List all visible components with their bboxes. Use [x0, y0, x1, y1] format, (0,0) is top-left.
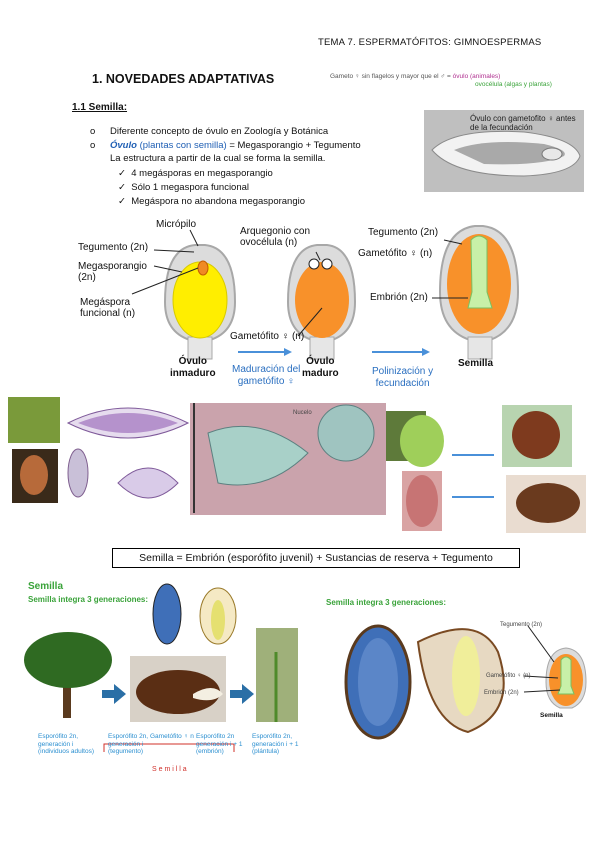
- ovulo-term: Óvulo: [110, 140, 137, 151]
- bullet-marker: o: [90, 140, 96, 151]
- check-text: Megáspora no abandona megasporangio: [131, 196, 306, 207]
- ovule-photo: [424, 110, 584, 192]
- label-micropilo: Micrópilo: [156, 219, 197, 230]
- stage-ovulo-inmaduro: Óvulo inmaduro: [170, 356, 216, 379]
- gamete-note: Gameto ♀ sin flagelos y mayor que el ♂ =…: [330, 73, 500, 80]
- section-title: 1. NOVEDADES ADAPTATIVAS: [92, 72, 275, 86]
- ovulo-paren: (plantas con semilla): [139, 140, 227, 151]
- bullet-marker: o: [90, 126, 96, 137]
- photo-strip: [8, 397, 586, 533]
- arrow-label-polinizacion: Polinización y fecundación: [372, 366, 434, 389]
- stage-ovulo-maduro: Óvulo maduro: [302, 356, 339, 379]
- label-embrion: Embrión (2n): [370, 292, 428, 303]
- caption-gametofito: Gametófito ♀ n: [150, 733, 194, 740]
- ovulo-rest: = Megasporangio + Tegumento: [229, 140, 361, 151]
- label-tegumento-2: Tegumento (2n): [368, 227, 439, 238]
- photo-caption: Óvulo con gametofito ♀ antes de la fecun…: [470, 114, 576, 132]
- bottom-label-embrion: Embrión (2n): [484, 690, 519, 696]
- caption-adult: Esporófito 2n, generación i (individuos …: [38, 733, 95, 755]
- bullet-1: Diferente concepto de óvulo en Zoología …: [110, 126, 329, 137]
- gamete-note-prefix: Gameto ♀ sin flagelos y mayor que el ♂ =: [330, 73, 453, 80]
- bottom-label-tegumento: Tegumento (2n): [500, 622, 543, 628]
- stage-semilla: Semilla: [458, 358, 494, 369]
- ovule-diagram: [131, 225, 520, 360]
- bullet-2: Óvulo (plantas con semilla) = Megasporan…: [110, 140, 361, 151]
- integra-label-2: Semilla integra 3 generaciones:: [326, 598, 447, 607]
- check-text: Sólo 1 megaspora funcional: [131, 182, 250, 193]
- label-megasporangio: Megasporangio (2n): [78, 261, 147, 283]
- definition-box: Semilla = Embrión (esporófito juvenil) +…: [112, 548, 520, 568]
- check-item: ✓ 4 megásporas en megasporangio: [118, 168, 273, 179]
- page-header: TEMA 7. ESPERMATÓFITOS: GIMNOESPERMAS: [318, 37, 542, 48]
- integra-label-1: Semilla integra 3 generaciones:: [28, 595, 149, 604]
- photo-tiny-label: Nucelo: [293, 410, 312, 416]
- semilla-word: S e m i l l a: [152, 766, 187, 773]
- caption-plantula: Esporófito 2n, generación i + 1 (plántul…: [252, 733, 299, 755]
- caption-tegumento: Esporófito 2n, generación i (tegumento): [108, 733, 149, 755]
- label-megaspora: Megáspora funcional (n): [80, 297, 136, 319]
- check-item: ✓ Megáspora no abandona megasporangio: [118, 196, 306, 207]
- label-arquegonio: Arquegonio con ovocélula (n): [240, 226, 311, 248]
- section-subtitle: 1.1 Semilla:: [72, 102, 128, 113]
- caption-embrion: Esporófito 2n generación i + 1 (embrión): [196, 733, 243, 755]
- gamete-note-line1: óvulo (animales): [452, 73, 501, 80]
- bottom-title: Semilla: [28, 581, 64, 592]
- gamete-note-line2: ovocélula (algas y plantas): [475, 81, 552, 88]
- check-item: ✓ Sólo 1 megaspora funcional: [118, 182, 250, 193]
- label-gametofito: Gametófito ♀ (n): [230, 331, 305, 342]
- bottom-illustration: [24, 583, 587, 752]
- arrow-label-maduracion: Maduración del gametófito ♀: [232, 364, 301, 387]
- label-tegumento: Tegumento (2n): [78, 242, 149, 253]
- bottom-label-gametofito: Gametófito ♀ (n): [486, 673, 531, 679]
- bullet-2-line2: La estructura a partir de la cual se for…: [110, 153, 326, 164]
- bottom-label-semilla: Semilla: [540, 712, 563, 719]
- check-text: 4 megásporas en megasporangio: [131, 168, 273, 179]
- label-gametofito-2: Gametófito ♀ (n): [358, 248, 433, 259]
